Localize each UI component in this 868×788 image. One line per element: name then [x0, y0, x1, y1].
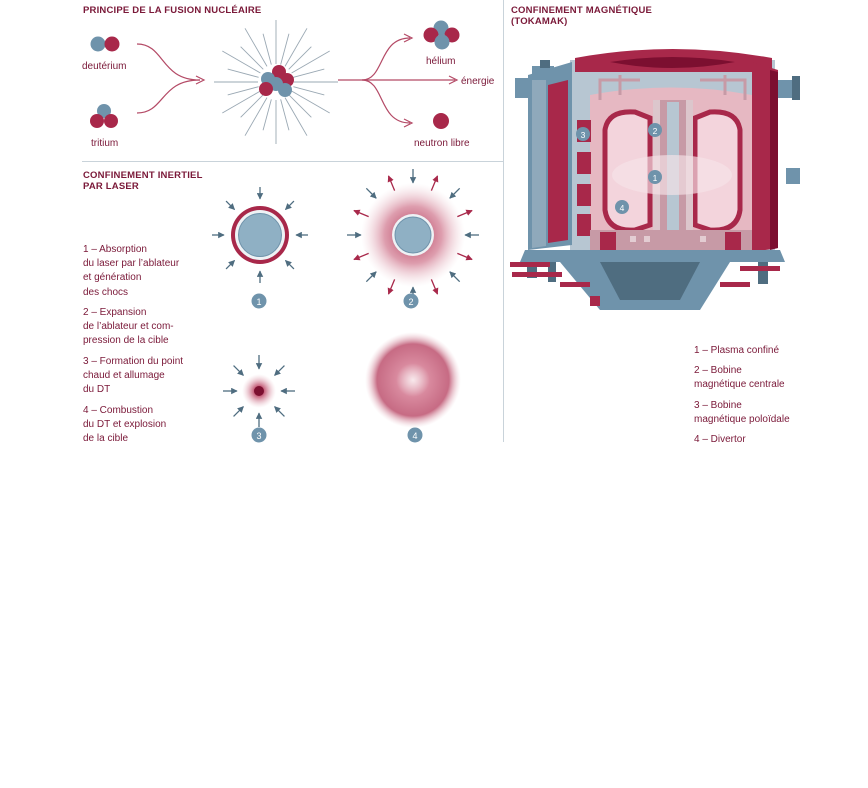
label-energie: énergie [461, 76, 495, 87]
tokamak-badge-2: 2 [648, 123, 662, 137]
step-4-line: du DT et explosion [83, 419, 167, 431]
legend-item-2: 2 – Bobine magnétique centrale [694, 364, 790, 392]
inertial-step-2-caption: 2 – Expansion de l’ablateur et com- pres… [83, 306, 174, 349]
legend-line: magnétique centrale [694, 379, 785, 391]
fusion-diagram [90, 20, 460, 144]
inertial-title-line1: CONFINEMENT INERTIEL [83, 170, 203, 181]
step-1-line: et génération [83, 272, 142, 284]
compression-arrows [223, 355, 295, 427]
label-helium: hélium [426, 56, 456, 67]
magnetic-title-line2: (TOKAMAK) [511, 16, 568, 27]
legend-line: magnétique poloïdale [694, 413, 790, 425]
badge-step-3-number: 3 [256, 431, 261, 441]
tokamak-illustration: 1 2 3 4 [510, 49, 800, 310]
step-2-line: de l’ablateur et com- [83, 321, 174, 333]
badge-step-2-number: 2 [408, 297, 413, 307]
legend-item-4: 4 – Divertor [694, 433, 790, 447]
step-3-line: 3 – Formation du point [83, 356, 184, 367]
inertial-step-1-caption: 1 – Absorption du laser par l’ablateur e… [83, 243, 179, 300]
badge-step-1: 1 [251, 293, 267, 309]
legend-item-3: 3 – Bobine magnétique poloïdale [694, 399, 790, 427]
legend-line: 4 – Divertor [694, 434, 746, 446]
fusion-burst [214, 20, 338, 144]
tokamak-legend: 1 – Plasma confiné 2 – Bobine magnétique… [694, 344, 790, 447]
badge-step-4-number: 4 [412, 431, 417, 441]
inertial-step-4-caption: 4 – Combustion du DT et explosion de la … [83, 404, 166, 447]
tokamak-badge-2-number: 2 [653, 126, 658, 136]
step-3-line: chaud et allumage [83, 370, 165, 382]
tokamak-badge-1-number: 1 [653, 173, 658, 183]
step-1-line: 1 – Absorption [83, 244, 147, 255]
helium-atom [423, 20, 460, 50]
split-arrows [338, 33, 459, 128]
legend-line: 1 – Plasma confiné [694, 345, 780, 356]
inertial-stage-3 [223, 355, 295, 427]
inertial-step-3-caption: 3 – Formation du point chaud et allumage… [83, 355, 183, 398]
tokamak-badge-4-number: 4 [620, 203, 625, 213]
legend-item-1: 1 – Plasma confiné [694, 344, 790, 358]
step-3-line: du DT [83, 384, 111, 396]
fusion-nucleus [259, 65, 294, 97]
tokamak-badge-1: 1 [648, 170, 662, 184]
horizontal-divider [82, 161, 503, 162]
inertial-stage-4 [365, 332, 461, 428]
inertial-diagram: 1 2 3 4 [212, 169, 479, 443]
neutron-atom [433, 113, 449, 129]
badge-step-1-number: 1 [256, 297, 261, 307]
label-tritium: tritium [91, 138, 119, 149]
badge-step-3: 3 [251, 427, 267, 443]
inertial-title-line2: PAR LASER [83, 181, 139, 192]
step-2-line: 2 – Expansion [83, 307, 147, 318]
vertical-divider [503, 0, 504, 442]
label-deuterium: deutérium [82, 61, 127, 72]
label-neutron: neutron libre [414, 138, 470, 149]
legend-line: 3 – Bobine [694, 399, 742, 411]
inertial-stage-1 [212, 187, 308, 283]
magnetic-title: CONFINEMENT MAGNÉTIQUE (TOKAMAK) [511, 5, 652, 27]
step-4-line: 4 – Combustion [83, 405, 154, 416]
inertial-title: CONFINEMENT INERTIEL PAR LASER [83, 170, 203, 192]
magnetic-title-line1: CONFINEMENT MAGNÉTIQUE [511, 5, 653, 16]
laser-arrows-inward [212, 187, 308, 283]
step-1-line: des chocs [83, 286, 129, 298]
badge-step-4: 4 [407, 427, 423, 443]
tritium-atom [90, 104, 118, 128]
tokamak-badge-4: 4 [615, 200, 629, 214]
step-4-line: de la cible [83, 433, 129, 445]
step-2-line: pression de la cible [83, 335, 169, 347]
deuterium-atom [90, 36, 120, 52]
step-1-line: du laser par l’ablateur [83, 258, 180, 270]
legend-line: 2 – Bobine [694, 365, 742, 377]
tokamak-badge-3: 3 [576, 127, 590, 141]
fusion-title: PRINCIPE DE LA FUSION NUCLÉAIRE [83, 5, 262, 16]
merge-arrows [136, 43, 206, 114]
tokamak-badge-3-number: 3 [581, 130, 586, 140]
inertial-stage-2 [347, 169, 479, 301]
badge-step-2: 2 [403, 293, 419, 309]
